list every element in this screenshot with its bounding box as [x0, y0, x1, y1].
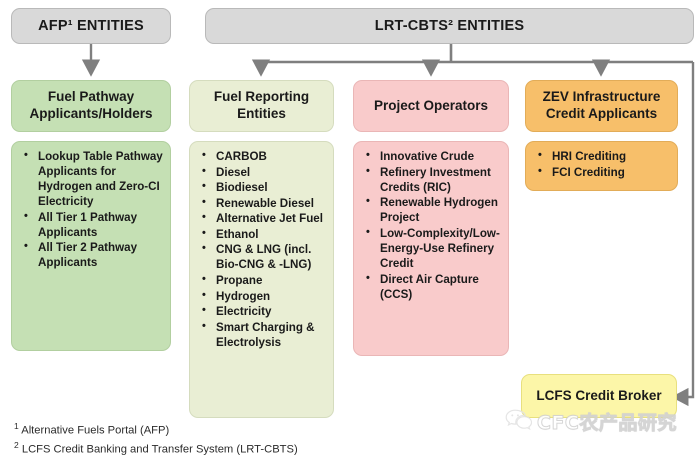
list-items: HRI Crediting FCI Crediting [532, 148, 671, 180]
header-lrt-cbts-entities: LRT-CBTS² ENTITIES [205, 8, 694, 44]
category-label: ZEV Infrastructure Credit Applicants [542, 89, 661, 121]
footnote-marker: 2 [14, 439, 19, 450]
list-fuel-reporting-entities: CARBOB Diesel Biodiesel Renewable Diesel… [189, 141, 334, 418]
category-label: Fuel Pathway Applicants/Holders [29, 89, 153, 121]
footnote-1: 1 Alternative Fuels Portal (AFP) [14, 420, 434, 439]
list-item: Biodiesel [196, 179, 327, 195]
list-item: Renewable Diesel [196, 195, 327, 211]
list-item: Hydrogen [196, 288, 327, 304]
category-zev-infrastructure-credit-applicants: ZEV Infrastructure Credit Applicants [525, 80, 678, 132]
footnote-text: LCFS Credit Banking and Transfer System … [21, 443, 298, 456]
list-item: FCI Crediting [532, 164, 671, 180]
list-item: Propane [196, 272, 327, 288]
category-label: Fuel Reporting Entities [213, 89, 310, 121]
list-item: Refinery Investment Credits (RIC) [360, 164, 502, 195]
list-item: Alternative Jet Fuel [196, 210, 327, 226]
header-lrt-cbts-label: LRT-CBTS² ENTITIES [374, 17, 525, 34]
list-items: Lookup Table Pathway Applicants for Hydr… [18, 148, 164, 271]
category-fuel-pathway-applicants-holders: Fuel Pathway Applicants/Holders [11, 80, 171, 132]
footnote-2: 2 LCFS Credit Banking and Transfer Syste… [14, 439, 434, 458]
list-item: All Tier 2 Pathway Applicants [18, 239, 164, 270]
list-items: CARBOB Diesel Biodiesel Renewable Diesel… [196, 148, 327, 350]
list-item: Ethanol [196, 226, 327, 242]
category-label: LCFS Credit Broker [536, 387, 662, 403]
list-items: Innovative Crude Refinery Investment Cre… [360, 148, 502, 302]
list-item: Innovative Crude [360, 148, 502, 164]
footnotes: 1 Alternative Fuels Portal (AFP) 2 LCFS … [14, 420, 434, 458]
category-project-operators: Project Operators [353, 80, 509, 132]
list-item: CARBOB [196, 148, 327, 164]
list-item: Smart Charging & Electrolysis [196, 319, 327, 350]
list-item: Electricity [196, 303, 327, 319]
category-lcfs-credit-broker: LCFS Credit Broker [521, 374, 677, 418]
footnote-marker: 1 [14, 421, 19, 431]
category-fuel-reporting-entities: Fuel Reporting Entities [189, 80, 334, 132]
list-item: Diesel [196, 164, 327, 180]
list-project-operators: Innovative Crude Refinery Investment Cre… [353, 141, 509, 356]
category-label: Project Operators [373, 97, 489, 113]
connector-lrt-to-lcfs-broker [671, 62, 695, 407]
list-item: CNG & LNG (incl. Bio-CNG & -LNG) [196, 241, 327, 272]
list-item: Low-Complexity/Low-Energy-Use Refinery C… [360, 225, 502, 271]
list-item: Lookup Table Pathway Applicants for Hydr… [18, 148, 164, 209]
header-afp-label: AFP¹ ENTITIES [38, 17, 144, 34]
list-item: All Tier 1 Pathway Applicants [18, 209, 164, 240]
list-item: HRI Crediting [532, 148, 671, 164]
list-item: Renewable Hydrogen Project [360, 194, 502, 225]
list-item: Direct Air Capture (CCS) [360, 270, 502, 302]
footnote-text: Alternative Fuels Portal (AFP) [21, 424, 170, 437]
list-zev-infrastructure: HRI Crediting FCI Crediting [525, 141, 678, 191]
header-afp-entities: AFP¹ ENTITIES [11, 8, 171, 44]
list-fuel-pathway-applicants: Lookup Table Pathway Applicants for Hydr… [11, 141, 171, 351]
